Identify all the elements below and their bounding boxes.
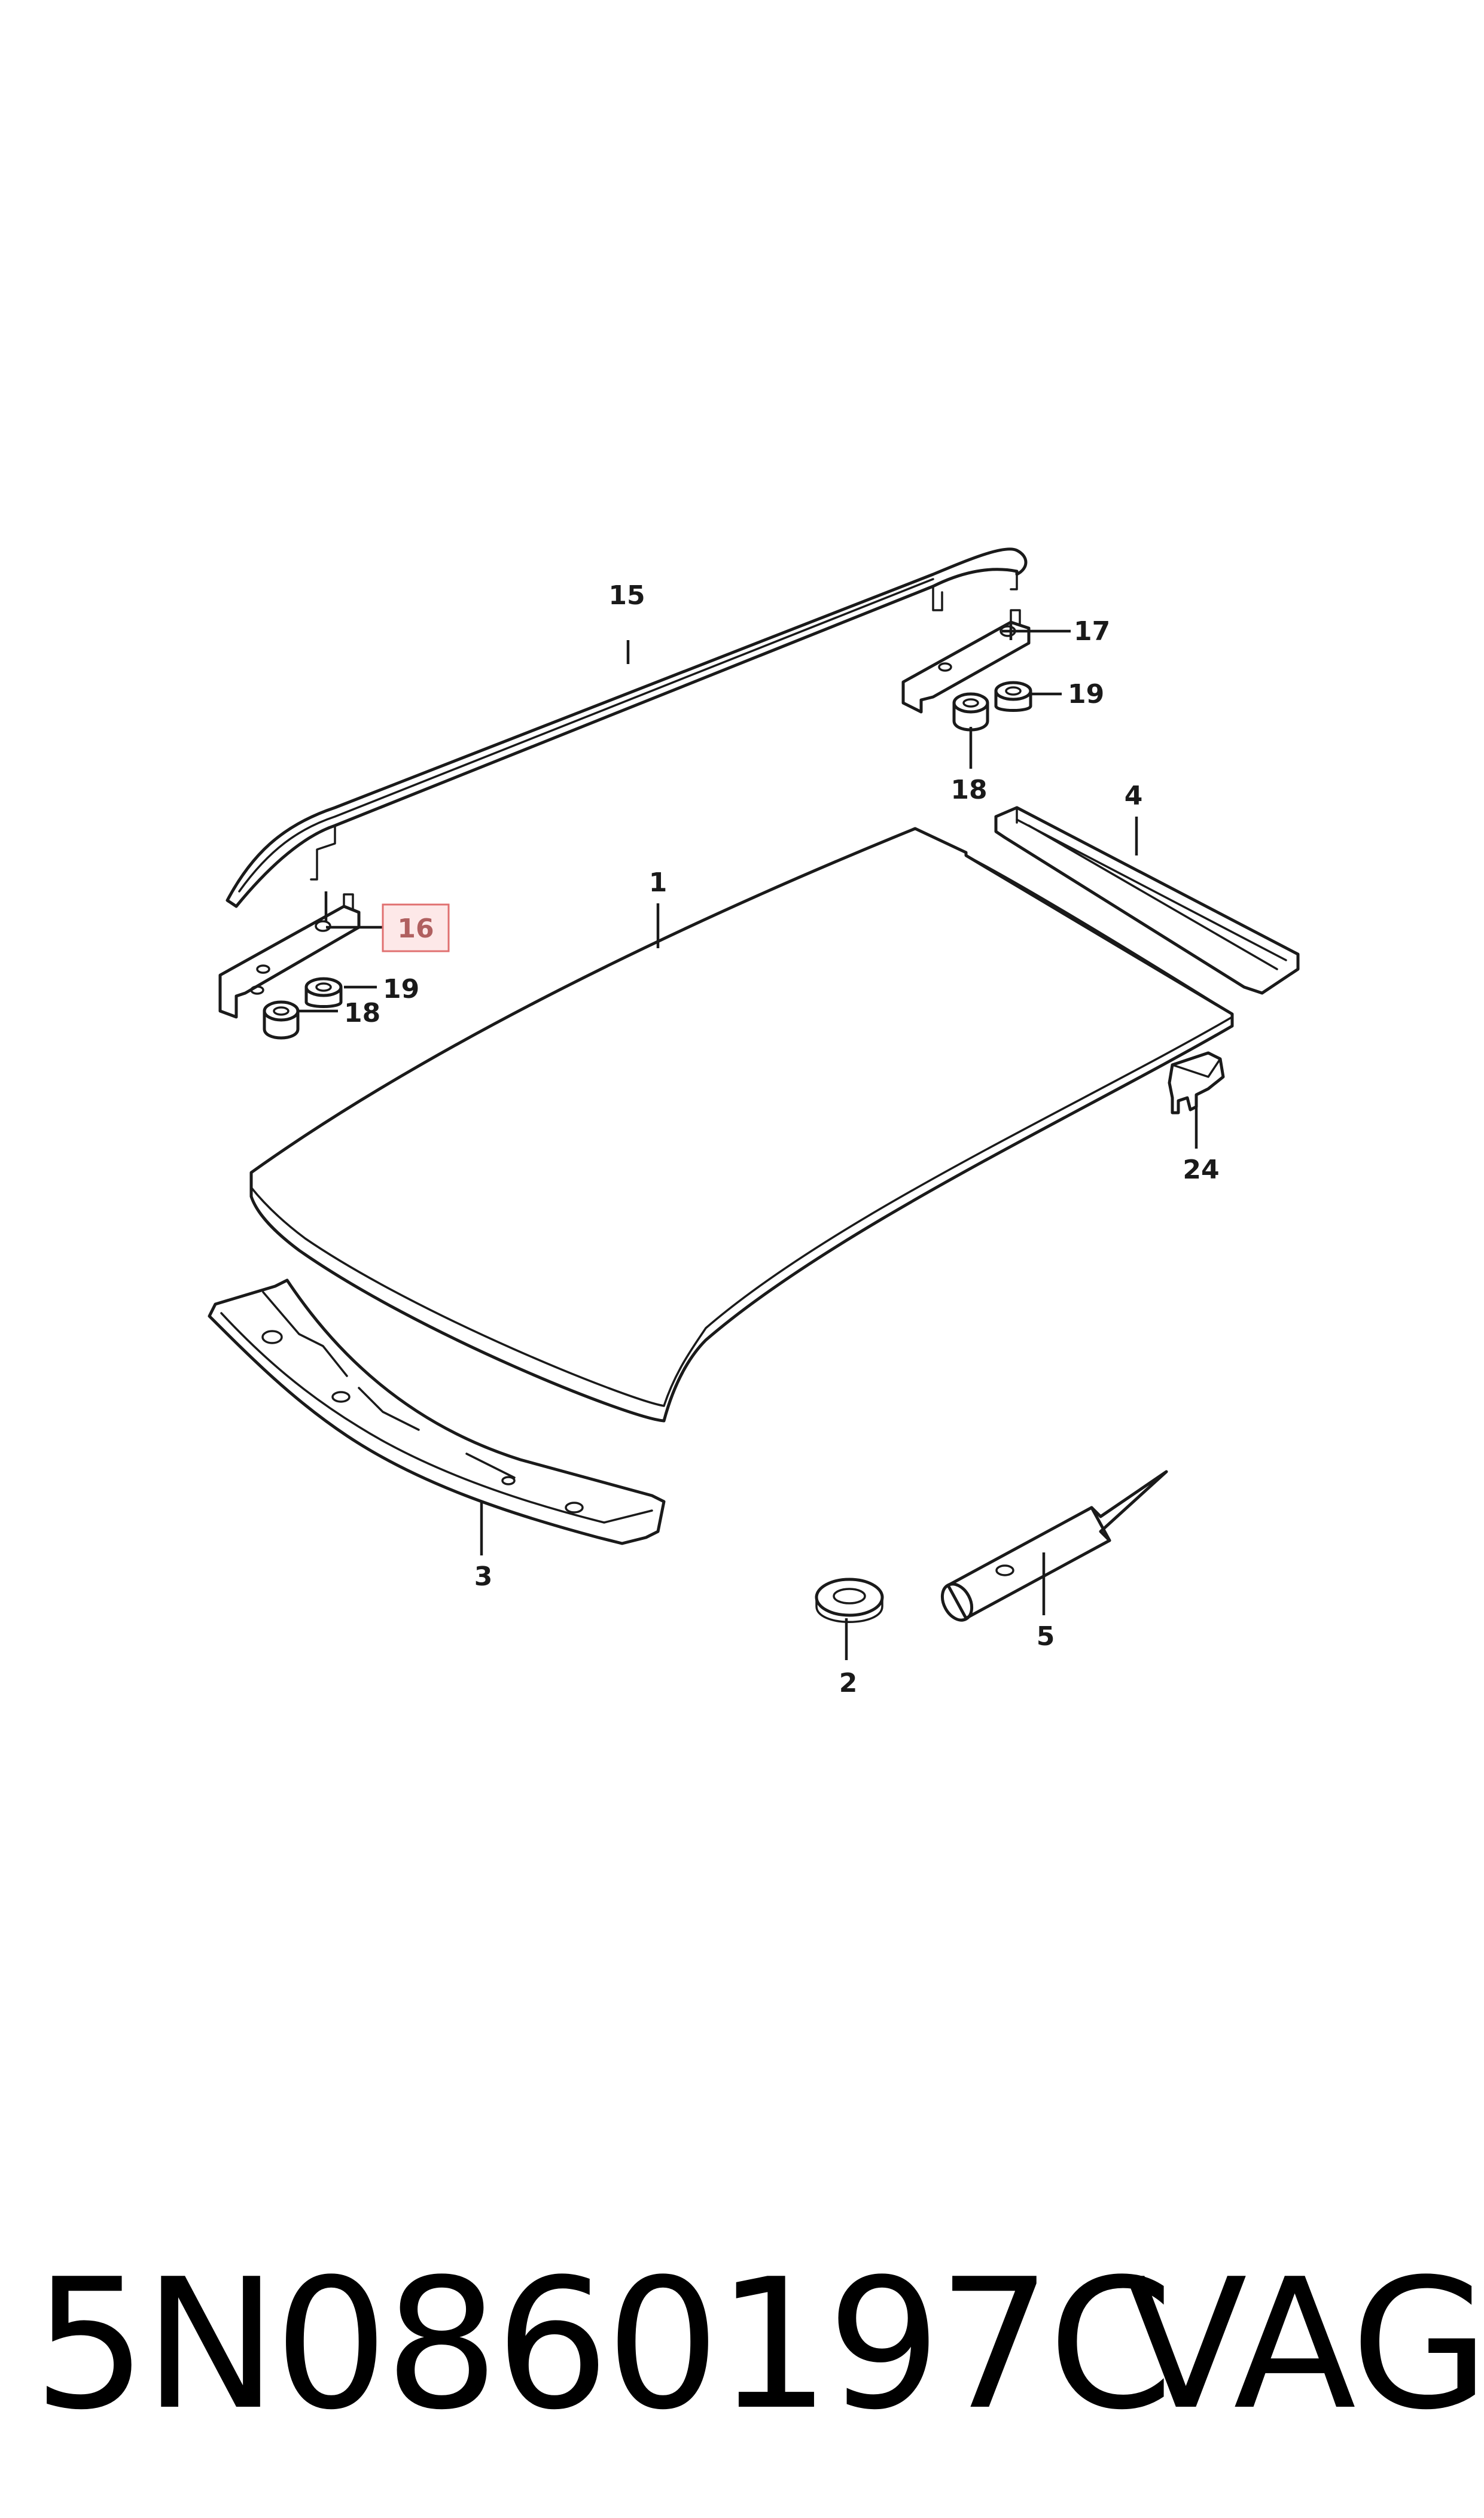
- callout-15: 15: [608, 580, 645, 611]
- rear-strip-part: [994, 806, 1300, 995]
- callout-17: 17: [1074, 616, 1110, 647]
- brand-label: VAG: [1125, 2240, 1484, 2449]
- callout-5: 5: [1037, 1621, 1055, 1652]
- callout-4: 4: [1125, 781, 1143, 811]
- callout-18-front: 18: [344, 998, 380, 1028]
- callout-16: 16: [397, 914, 434, 944]
- roof-rail-part: [226, 547, 1028, 908]
- callout-19-front: 19: [383, 974, 419, 1004]
- nut-19-rear: [994, 681, 1032, 712]
- nut-19-front: [304, 977, 343, 1008]
- washer-part: [815, 1578, 884, 1623]
- callouts: 15 17 19 18 4 1 16 19 18 24 3 5 2: [344, 580, 1220, 1698]
- footer: 5N0860197C VAG: [0, 2231, 1484, 2459]
- callout-2: 2: [839, 1668, 858, 1698]
- roof-panel-part: [249, 827, 1234, 1423]
- nut-18-rear: [952, 692, 989, 732]
- front-bracket-part: [218, 893, 361, 1019]
- leader-lines: [299, 622, 1198, 1660]
- part-number: 5N0860197C: [33, 2240, 1174, 2449]
- callout-24: 24: [1183, 1155, 1219, 1185]
- callout-19-rear: 19: [1068, 679, 1104, 710]
- callout-18-rear: 18: [950, 775, 987, 805]
- callout-3: 3: [474, 1561, 493, 1592]
- adhesive-cartridge-part: [940, 1470, 1168, 1622]
- front-frame-part: [208, 1278, 666, 1545]
- callout-1: 1: [649, 867, 668, 898]
- highlight-box-16: [382, 903, 450, 952]
- nut-18-front: [263, 1000, 300, 1040]
